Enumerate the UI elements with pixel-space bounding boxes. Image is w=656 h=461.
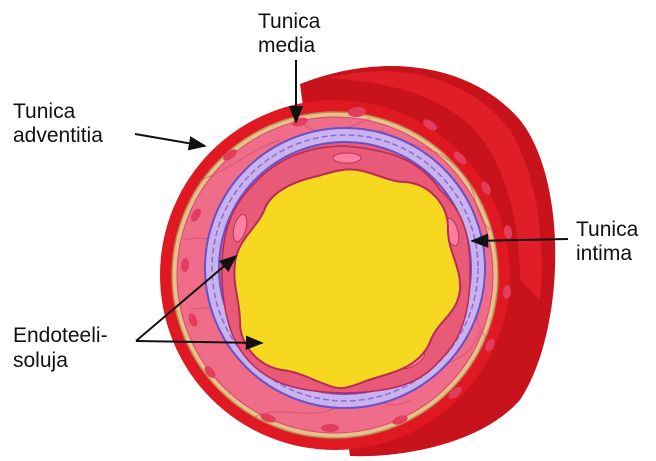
label-intima-line2: intima (576, 242, 632, 265)
arrow-adventitia (135, 134, 205, 146)
label-media-line1: Tunica (258, 10, 321, 33)
label-intima-line1: Tunica (576, 218, 639, 241)
label-media-line2: media (258, 34, 316, 57)
label-endothelial-line1: Endoteeli- (13, 324, 108, 347)
label-adventitia-line1: Tunica (13, 100, 76, 123)
label-adventitia-line2: adventitia (13, 124, 103, 147)
label-endothelial-line2: soluja (13, 349, 68, 372)
